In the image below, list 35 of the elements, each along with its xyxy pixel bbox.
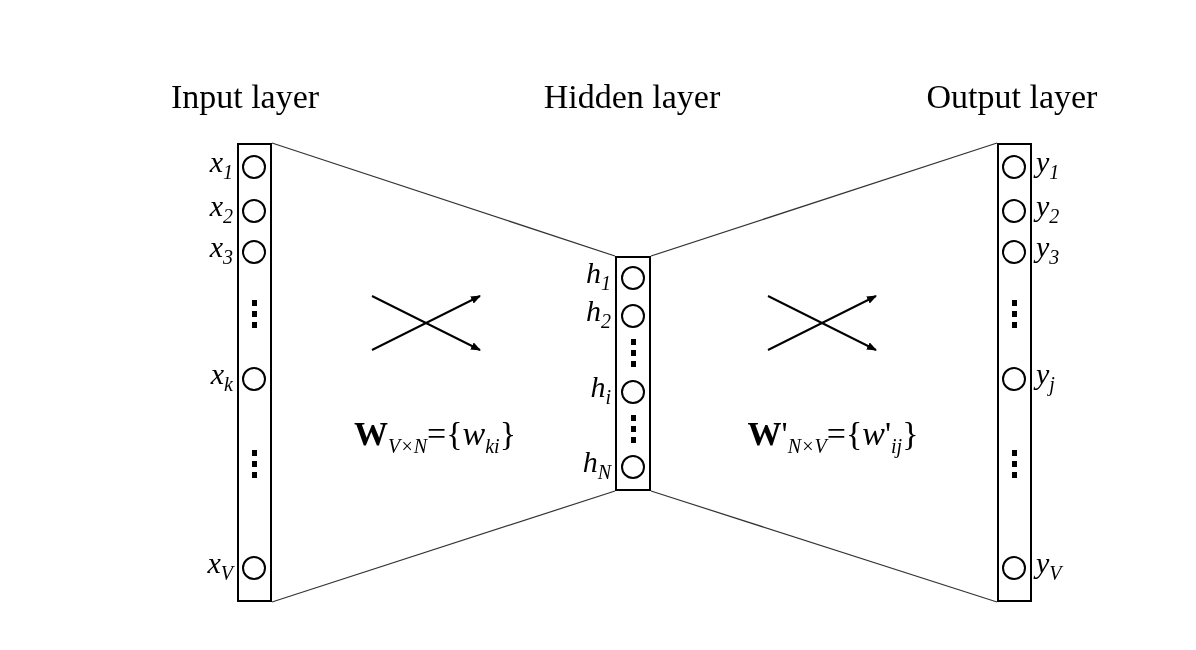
variable-label: h$_{2}$ (586, 296, 611, 334)
variable-label: x$_{2}$ (209, 191, 233, 229)
layer-bar (237, 143, 272, 602)
connection-line (650, 490, 998, 603)
neuron-circle (621, 380, 645, 404)
neuron-circle (621, 455, 645, 479)
variable-label: x$_{V}$ (207, 548, 233, 586)
variable-label: x$_{k}$ (210, 359, 233, 397)
connection-line (271, 142, 616, 257)
layer-title: Hidden layer (543, 78, 721, 116)
neuron-circle (242, 240, 266, 264)
layer-title: Input layer (170, 78, 320, 116)
neuron-circle (1002, 155, 1026, 179)
layer-title: Output layer (926, 78, 1098, 116)
connection-line (650, 142, 998, 257)
neuron-circle (242, 367, 266, 391)
weight-matrix-label: W'$_{N×V}$={w'$_{ij}$} (747, 415, 919, 458)
neuron-circle (1002, 367, 1026, 391)
neuron-circle (1002, 199, 1026, 223)
connection-line (271, 490, 616, 603)
layer-bar (997, 143, 1032, 602)
layer-bar (615, 256, 651, 491)
weight-matrix-label: W$_{V×N}$={w$_{ki}$} (354, 415, 516, 458)
neuron-circle (242, 556, 266, 580)
variable-label: x$_{3}$ (209, 232, 233, 270)
neuron-circle (1002, 240, 1026, 264)
neuron-circle (242, 199, 266, 223)
variable-label: x$_{1}$ (209, 147, 233, 185)
variable-label: h$_{i}$ (590, 372, 611, 410)
neuron-circle (1002, 556, 1026, 580)
variable-label: h$_{1}$ (586, 258, 611, 296)
neuron-circle (242, 155, 266, 179)
neuron-circle (621, 266, 645, 290)
neuron-circle (621, 304, 645, 328)
variable-label: h$_{N}$ (582, 447, 611, 485)
